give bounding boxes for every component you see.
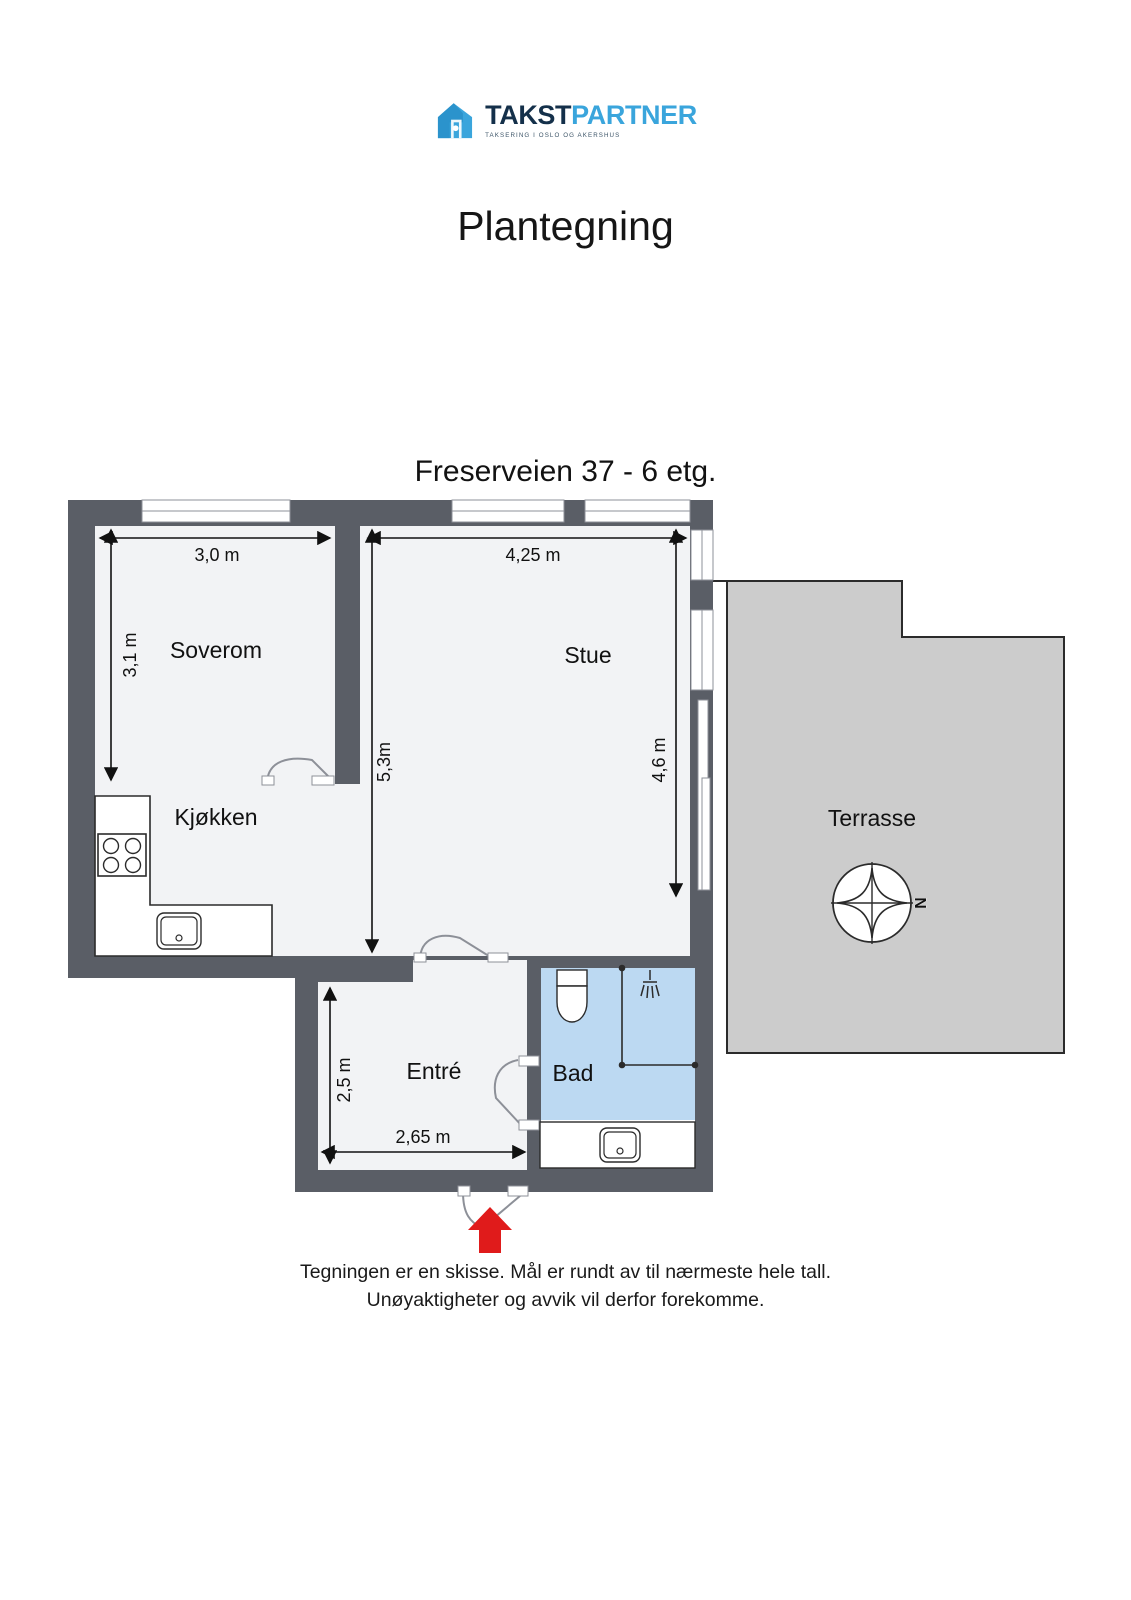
house-logo-icon	[438, 103, 473, 139]
door-stue-entre	[413, 934, 509, 963]
compass-rose: N	[831, 862, 928, 944]
logo-wordmark: TAKSTPARTNER	[485, 102, 697, 129]
company-logo: TAKSTPARTNER TAKSERING I OSLO OG AKERSHU…	[0, 100, 1131, 142]
dim-stue-height-left: 5,3m	[374, 742, 394, 782]
dim-entre-width: 2,65 m	[395, 1127, 450, 1147]
room-label-stue: Stue	[564, 642, 611, 668]
compass-north-label: N	[911, 897, 928, 909]
room-label-kjokken: Kjøkken	[174, 804, 257, 830]
room-labels: Soverom Stue Kjøkken Entré Bad Terrasse	[170, 637, 916, 1086]
dim-soverom-width: 3,0 m	[194, 545, 239, 565]
dim-entre-height: 2,5 m	[334, 1057, 354, 1102]
logo-word-takst: TAKST	[485, 100, 572, 131]
shower-enclosure	[618, 964, 699, 1069]
logo-tagline: TAKSERING I OSLO OG AKERSHUS	[485, 132, 621, 140]
room-stue-floor	[360, 526, 690, 956]
windows-right-wall	[690, 529, 714, 891]
plan-address-title: Freserveien 37 - 6 etg.	[414, 455, 717, 488]
entrance-arrow	[468, 1207, 512, 1253]
shower-icon	[640, 970, 660, 999]
dim-stue-width: 4,25 m	[505, 545, 560, 565]
room-label-entre: Entré	[407, 1058, 462, 1084]
dim-stue-height-right: 4,6 m	[649, 737, 669, 782]
door-soverom	[261, 757, 335, 786]
disclaimer-line-2: Unøyaktigheter og avvik vil derfor forek…	[366, 1289, 765, 1312]
page-title: Plantegning	[457, 203, 674, 249]
disclaimer-note: Tegningen er en skisse. Mål er rundt av …	[0, 1258, 1131, 1315]
room-label-bad: Bad	[553, 1060, 594, 1086]
dimension-labels: 3,0 m 3,1 m 4,25 m 5,3m 4,6 m 2,5 m 2,65…	[120, 545, 669, 1147]
room-label-terrasse: Terrasse	[828, 805, 916, 831]
room-label-soverom: Soverom	[170, 637, 262, 663]
toilet-icon	[556, 969, 588, 1023]
room-terrasse	[713, 580, 1065, 1054]
room-interiors	[95, 526, 695, 1170]
bath-sink-icon	[539, 1121, 696, 1169]
windows-top-wall	[141, 499, 691, 523]
disclaimer-line-1: Tegningen er en skisse. Mål er rundt av …	[299, 1261, 832, 1283]
stove-icon	[97, 833, 147, 877]
dim-soverom-height: 3,1 m	[120, 632, 140, 677]
dimension-lines	[98, 528, 688, 1165]
kitchen-sink-icon	[156, 912, 202, 950]
room-soverom-floor	[95, 526, 335, 784]
logo-word-partner: PARTNER	[571, 100, 697, 131]
door-bad	[493, 1055, 540, 1131]
